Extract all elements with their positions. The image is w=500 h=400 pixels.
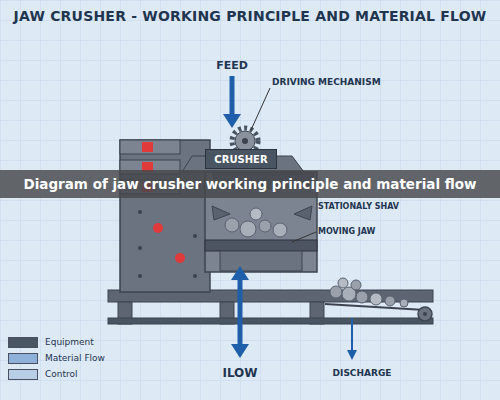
part-label: DISCHARGE [333,368,392,378]
jaw-liner [294,206,312,220]
rock [330,286,342,298]
gear [235,131,255,151]
diagram-title: JAW CRUSHER - WORKING PRINCIPLE AND MATE… [0,8,500,24]
arrow-head [231,344,249,358]
rock [400,299,408,307]
rock [385,296,395,306]
box-label: CRUSHER [214,154,267,165]
discharge-arrow [351,318,353,352]
legend-text: Equipment [45,337,94,347]
leader-line [251,88,270,130]
control-point [175,253,185,263]
frame-plate [120,140,180,154]
gear-hub [242,138,248,144]
arrow-head [231,266,249,280]
jaw-liner [212,206,230,220]
legend-item: Control [8,366,105,382]
flow-arrow [238,278,243,346]
caption: Diagram of jaw crusher working principle… [24,176,477,192]
caption-band: Diagram of jaw crusher working principle… [0,170,500,198]
part-label: STATIONALY SHAV [318,202,399,211]
arrow-head [347,350,357,360]
bolt [138,210,142,214]
bolt [193,274,197,278]
bolt [193,234,197,238]
rock [370,293,382,305]
rock [351,280,361,290]
control-marker [142,142,153,152]
legend-item: Material Flow [8,350,105,366]
legend-text: Material Flow [45,353,105,363]
feed-arrow [230,76,235,116]
legend-text: Control [45,369,78,379]
control-point [153,223,163,233]
part-label: MOVING JAW [318,227,375,236]
rock [259,220,271,232]
rock [240,221,256,237]
rock [356,291,368,303]
jaw-support [220,251,302,271]
rock [225,218,239,232]
legend-swatch [8,353,38,364]
legend-swatch [8,337,38,348]
bolt [138,246,142,250]
rock [250,208,262,220]
conveyor-roller [418,307,432,321]
bolt [138,274,142,278]
roller-hub [423,312,427,316]
part-label: DRIVING MECHANISM [272,77,381,87]
leader-line [292,232,316,242]
ground-rail [108,318,433,324]
legend-swatch [8,369,38,380]
moving-jaw [205,240,317,251]
rock [273,223,287,237]
part-label: ILOW [222,366,257,380]
arrow-head [223,114,241,128]
legend-item: Equipment [8,334,105,350]
legend: EquipmentMaterial FlowControl [8,334,105,382]
process-box: CRUSHER [205,149,277,169]
part-label: FEED [216,59,248,72]
rock [338,278,348,288]
